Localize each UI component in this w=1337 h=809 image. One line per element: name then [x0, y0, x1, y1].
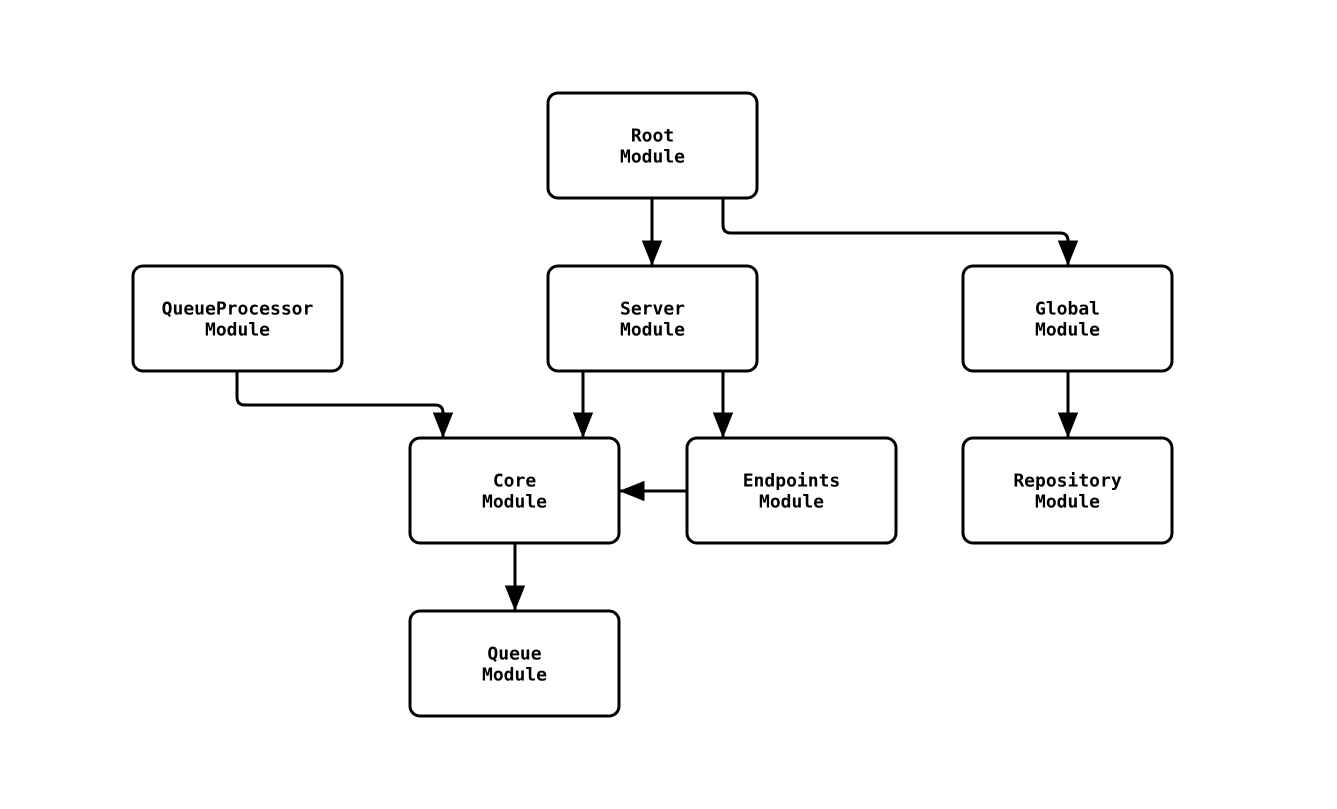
node-queueprocessor-box: [131, 264, 344, 373]
node-global-box: [961, 264, 1174, 373]
node-core-box: [408, 436, 621, 545]
edge-root-to-global: [721, 198, 1079, 266]
node-root-box: [546, 91, 759, 200]
node-server-box: [546, 264, 759, 373]
edge-queueprocessor-to-core: [235, 371, 454, 438]
node-repository-box: [961, 436, 1174, 545]
node-endpoints-box: [685, 436, 898, 545]
edges-layer: [235, 198, 1079, 611]
node-queue-box: [408, 609, 621, 718]
